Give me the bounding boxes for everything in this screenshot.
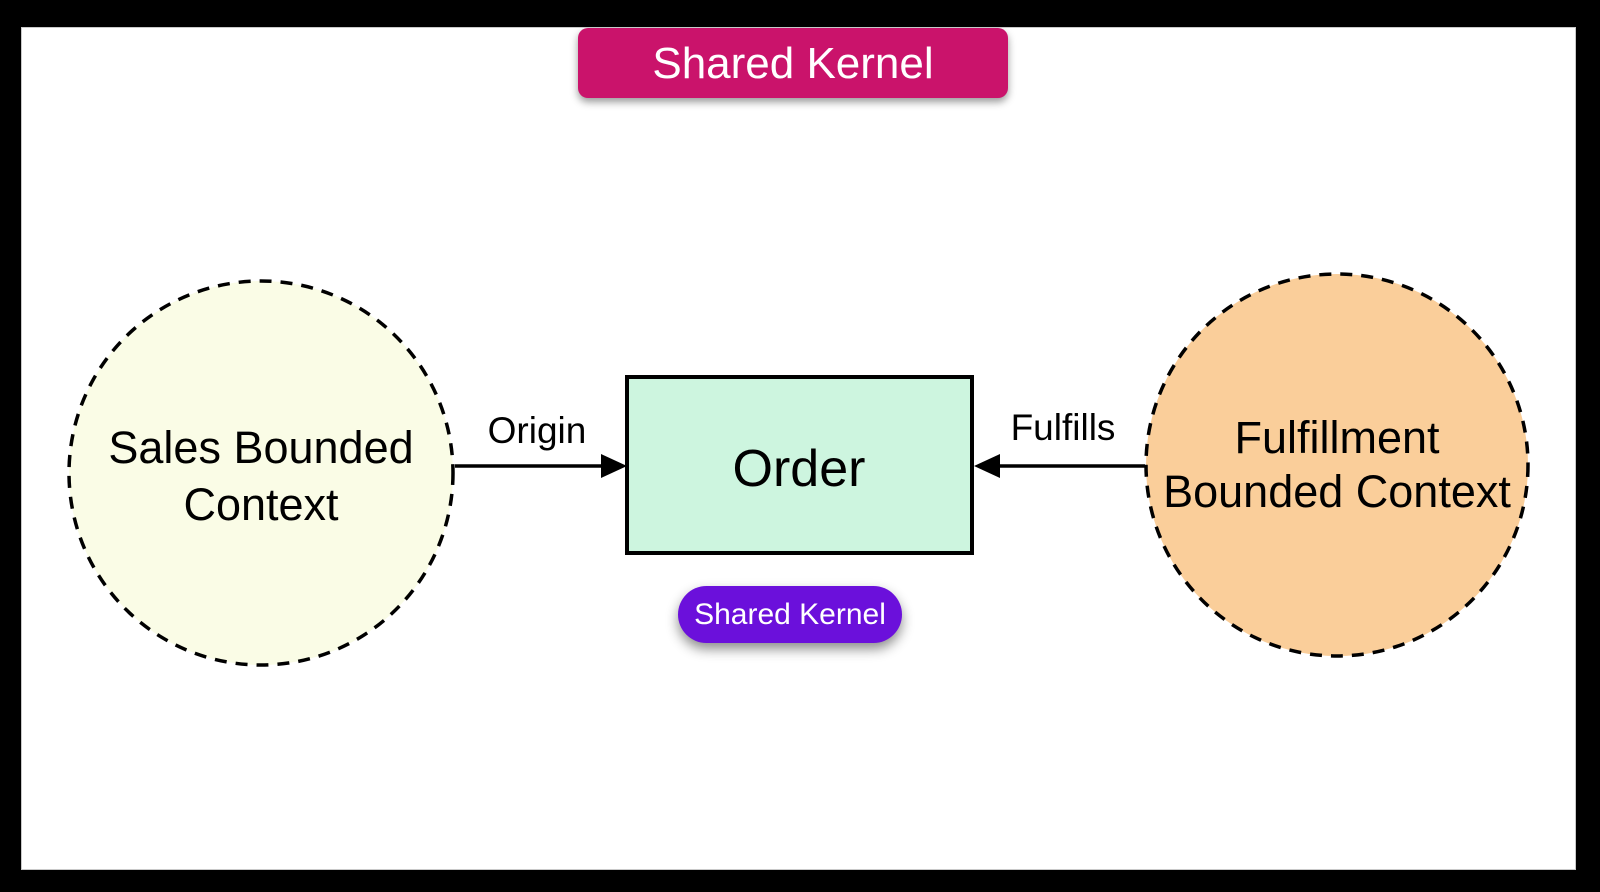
origin-arrowhead-icon	[601, 454, 627, 478]
shared-kernel-pill-label: Shared Kernel	[694, 598, 886, 631]
sales-context-label-line2: Context	[183, 479, 339, 530]
fulfillment-context-node: Fulfillment Bounded Context	[1144, 272, 1530, 658]
order-node: Order	[625, 375, 974, 555]
sales-context-label-line1: Sales Bounded	[108, 422, 413, 473]
fulfills-edge: Fulfills	[974, 407, 1145, 478]
origin-edge-label: Origin	[488, 410, 587, 451]
fulfillment-context-circle	[1144, 272, 1530, 658]
order-label: Order	[733, 440, 866, 498]
fulfills-edge-label: Fulfills	[1011, 407, 1116, 448]
shared-kernel-pill-background	[678, 586, 902, 643]
diagram-canvas: Shared Kernel Sales Bounded Context Fulf…	[21, 27, 1576, 870]
title-badge-label: Shared Kernel	[652, 39, 933, 88]
origin-edge: Origin	[455, 410, 627, 478]
shared-kernel-diagram: Shared Kernel Sales Bounded Context Fulf…	[67, 28, 1530, 667]
fulfillment-context-label-line2: Bounded Context	[1163, 466, 1511, 517]
sales-context-node: Sales Bounded Context	[67, 279, 455, 667]
fulfillment-context-label-line1: Fulfillment	[1234, 412, 1440, 463]
title-badge-background	[578, 28, 1008, 98]
fulfills-arrowhead-icon	[974, 454, 1000, 478]
order-box	[625, 375, 974, 555]
sales-context-circle	[67, 279, 455, 667]
title-badge: Shared Kernel	[578, 28, 1008, 98]
shared-kernel-pill: Shared Kernel	[678, 586, 902, 643]
